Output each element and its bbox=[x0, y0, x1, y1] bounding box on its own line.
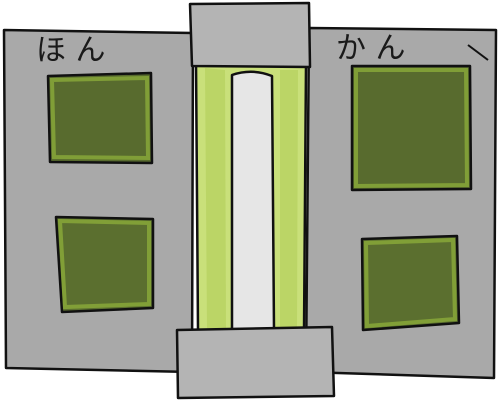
right-player-label: か ん bbox=[336, 31, 406, 66]
bottom-box bbox=[175, 325, 336, 400]
left-top-pad bbox=[46, 71, 154, 165]
left-top-pad-button[interactable] bbox=[48, 73, 152, 163]
center-slot bbox=[230, 70, 276, 332]
left-player-label: ほ ん bbox=[36, 33, 106, 68]
title-text bbox=[192, 6, 312, 62]
right-top-pad bbox=[350, 64, 473, 192]
right-top-pad-button[interactable] bbox=[352, 66, 471, 190]
right-bottom-pad bbox=[360, 234, 461, 332]
left-bottom-pad bbox=[54, 215, 155, 314]
left-bottom-pad-button[interactable] bbox=[56, 217, 153, 311]
bottom-message bbox=[178, 330, 334, 390]
right-bottom-pad-button[interactable] bbox=[362, 236, 459, 330]
title-box bbox=[188, 1, 312, 69]
